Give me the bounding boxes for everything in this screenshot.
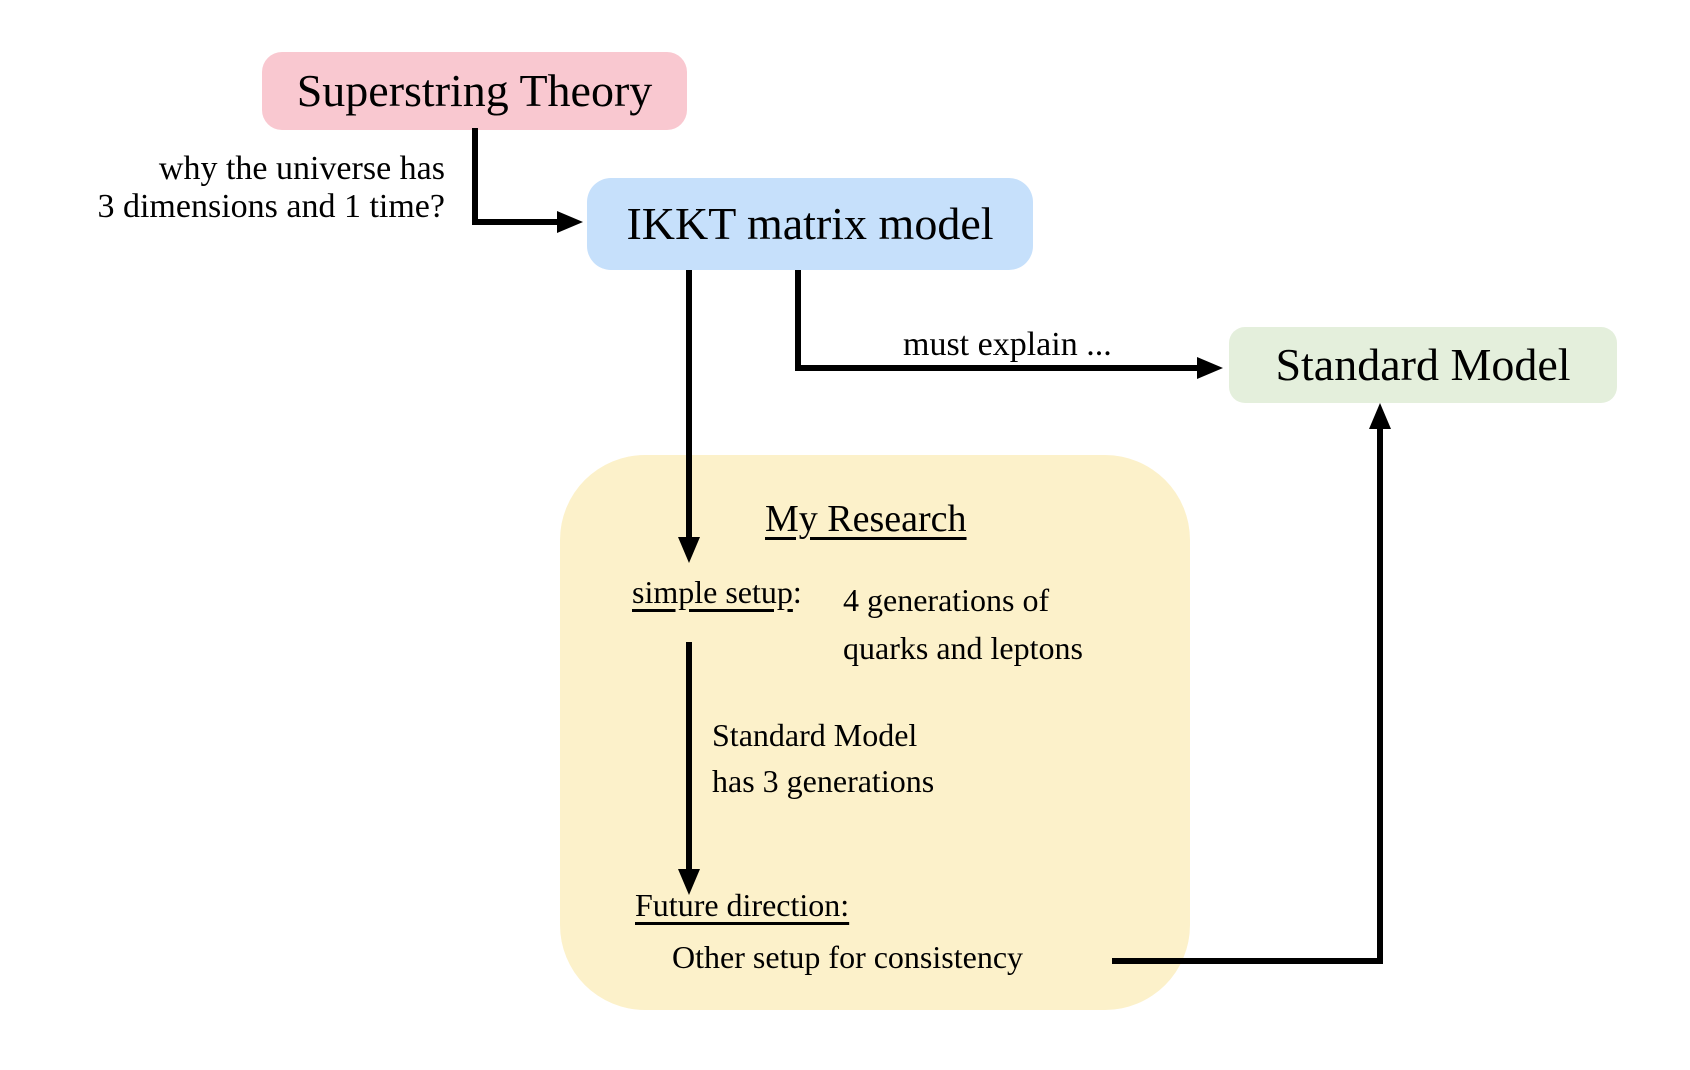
arrow-ikkt-to-research-head-icon	[678, 537, 700, 563]
arrow-future-to-sm-vertical	[1377, 425, 1383, 964]
node-ikkt-matrix-model-label: IKKT matrix model	[626, 198, 994, 249]
node-superstring-theory-label: Superstring Theory	[296, 65, 653, 116]
edge-label-why-line2: 3 dimensions and 1 time?	[97, 188, 445, 225]
future-direction-description: Other setup for consistency	[672, 939, 1024, 975]
arrow-ikkt-to-sm-vertical	[795, 270, 801, 371]
edge-label-must-explain: must explain ...	[903, 326, 1112, 363]
node-ikkt-matrix-model: IKKT matrix model	[587, 178, 1033, 270]
arrow-ikkt-to-sm-head-icon	[1197, 357, 1223, 379]
simple-setup-label: simple setup:	[632, 576, 802, 608]
arrow-setup-to-future-head-icon	[678, 869, 700, 895]
arrow-note-line1: Standard Model	[712, 717, 918, 753]
arrow-note-line2: has 3 generations	[712, 763, 935, 799]
my-research-title: My Research	[765, 498, 967, 540]
simple-setup-description-line2: quarks and leptons	[843, 630, 1083, 666]
edge-label-why-line1: why the universe has	[158, 150, 445, 187]
my-research-panel	[560, 455, 1190, 1010]
arrow-ikkt-to-research-line	[686, 270, 692, 540]
simple-setup-label-underlined: simple setup	[632, 574, 793, 610]
arrow-superstring-to-ikkt-head-icon	[557, 211, 583, 233]
arrow-ikkt-to-sm-horizontal	[795, 365, 1200, 371]
node-superstring-theory: Superstring Theory	[262, 52, 687, 130]
arrow-superstring-to-ikkt-vertical	[472, 128, 478, 225]
arrow-note-three-generations: Standard Model has 3 generations	[712, 712, 934, 804]
arrow-superstring-to-ikkt-horizontal	[472, 219, 560, 225]
simple-setup-colon: :	[792, 574, 802, 610]
node-standard-model-label: Standard Model	[1275, 339, 1571, 390]
arrow-future-to-sm-head-icon	[1369, 403, 1391, 429]
future-direction-label: Future direction:	[635, 887, 850, 923]
node-standard-model: Standard Model	[1229, 327, 1617, 403]
arrow-future-to-sm-horizontal	[1112, 958, 1383, 964]
simple-setup-description: 4 generations of quarks and leptons	[843, 576, 1083, 672]
edge-label-why-dimensions: why the universe has 3 dimensions and 1 …	[55, 150, 445, 226]
simple-setup-description-line1: 4 generations of	[843, 582, 1050, 618]
arrow-setup-to-future-line	[686, 642, 692, 872]
